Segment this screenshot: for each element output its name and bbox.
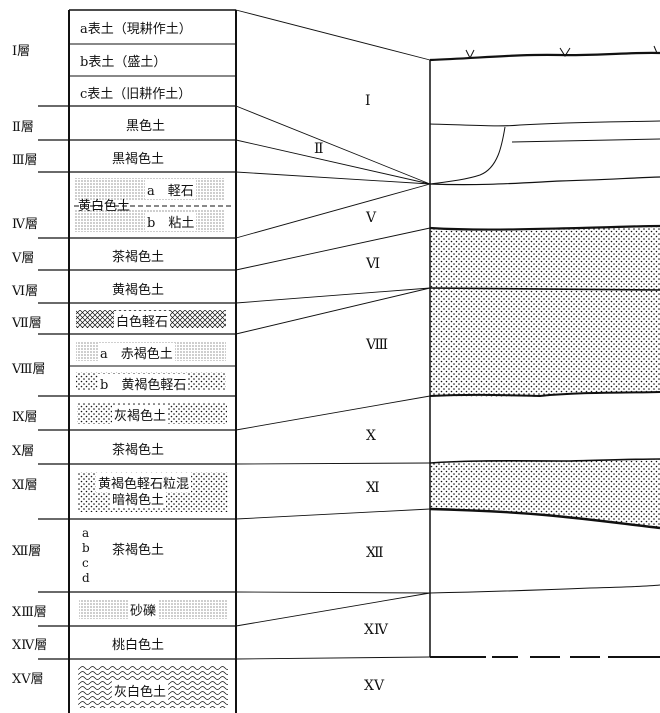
section-numeral-X: Ⅹ — [366, 428, 376, 444]
layer-name-XIII: ⅩⅢ層 — [12, 605, 47, 620]
layer-name-II: Ⅱ層 — [12, 120, 34, 135]
layer-name-III: Ⅲ層 — [12, 153, 38, 168]
desc-XII-b: b — [82, 541, 90, 555]
layer-name-VII: Ⅶ層 — [12, 316, 42, 331]
layer-name-VIII: Ⅷ層 — [12, 362, 46, 377]
layer-name-IV: Ⅳ層 — [12, 217, 38, 232]
desc-XIV: 桃白色土 — [112, 638, 165, 653]
desc-IX: 灰褐色土 — [112, 405, 169, 424]
desc-XII: 茶褐色土 — [112, 543, 165, 558]
column-frame — [38, 9, 237, 713]
desc-VIII-a: a 赤褐色土 — [98, 343, 175, 362]
desc-VI: 黄褐色土 — [112, 283, 165, 298]
section-numeral-I: Ⅰ — [365, 93, 371, 109]
desc-XI-2: 暗褐色土 — [110, 489, 167, 508]
desc-V: 茶褐色土 — [112, 250, 165, 265]
layer-name-XII: Ⅻ層 — [12, 544, 42, 559]
layer-name-XV: ⅩⅤ層 — [12, 672, 44, 687]
desc-XI-1: 黄褐色軽石粒混 — [96, 473, 192, 492]
desc-VII: 白色軽石 — [114, 311, 171, 330]
section-numeral-XV: ⅩⅤ — [364, 678, 385, 694]
desc-IV-b: b 粘土 — [145, 212, 197, 231]
section-numeral-VI: Ⅵ — [366, 256, 381, 272]
layer-name-VI: Ⅵ層 — [12, 284, 39, 299]
section-numeral-XI: Ⅺ — [366, 480, 380, 496]
section-numeral-II: Ⅱ — [314, 141, 324, 157]
desc-XII-d: d — [82, 571, 90, 585]
desc-XII-a: a — [82, 526, 90, 540]
section-profile — [429, 45, 660, 658]
section-numeral-V: Ⅴ — [366, 210, 377, 226]
correlation-lines — [235, 9, 431, 660]
section-numeral-XII: Ⅻ — [366, 545, 384, 561]
desc-II: 黒色土 — [126, 119, 166, 134]
desc-IV: 黄白色土 — [78, 199, 131, 214]
desc-III: 黒褐色土 — [112, 152, 165, 167]
section-numeral-VIII: Ⅷ — [366, 337, 389, 353]
section-numeral-XIV: ⅩⅣ — [364, 622, 388, 638]
desc-VIII-b: b 黄褐色軽石 — [98, 374, 189, 393]
desc-I-c: c表土（旧耕作土） — [80, 87, 192, 102]
desc-XV: 灰白色土 — [112, 681, 169, 700]
desc-IV-a: a 軽石 — [145, 180, 196, 199]
layer-name-X: Ⅹ層 — [12, 444, 35, 459]
desc-X: 茶褐色土 — [112, 443, 165, 458]
desc-XIII: 砂礫 — [128, 600, 159, 619]
layer-name-XI: Ⅺ層 — [12, 478, 38, 493]
desc-XII-c: c — [82, 556, 89, 570]
layer-name-I: Ⅰ層 — [12, 44, 31, 59]
desc-I-b: b表土（盛土） — [80, 55, 167, 70]
layer-name-V: Ⅴ層 — [12, 251, 35, 266]
desc-I-a: a表土（現耕作土） — [80, 22, 192, 37]
layer-name-XIV: ⅩⅣ層 — [12, 638, 48, 653]
layer-name-IX: Ⅸ層 — [12, 410, 38, 425]
